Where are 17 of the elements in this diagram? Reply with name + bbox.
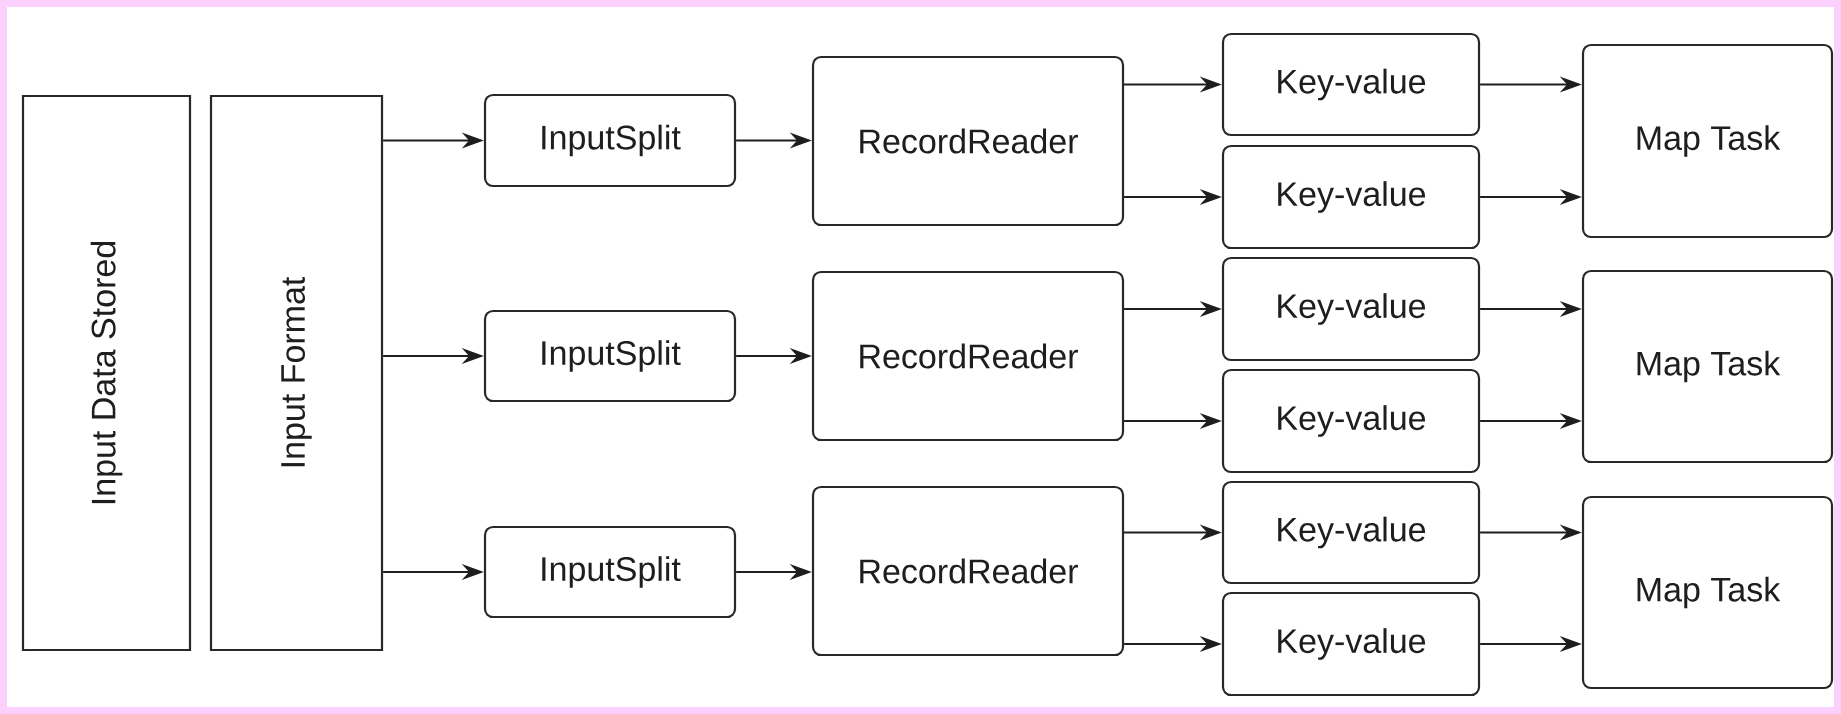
process-box: RecordReader [811,270,1125,442]
process-box: Key-value [1221,480,1481,585]
process-box: RecordReader [811,55,1125,227]
process-box: Key-value [1221,256,1481,362]
process-box: InputSplit [483,93,737,188]
process-box: Map Task [1581,43,1834,239]
process-box: Map Task [1581,269,1834,464]
process-box: InputSplit [483,309,737,403]
process-box: Map Task [1581,495,1834,690]
process-box: InputSplit [483,525,737,619]
process-box: Key-value [1221,32,1481,137]
process-box: RecordReader [811,485,1125,657]
process-box: Key-value [1221,368,1481,474]
storage-box: Input Data Stored [21,94,192,652]
process-box: Key-value [1221,144,1481,250]
process-box: Key-value [1221,591,1481,697]
storage-box: Input Format [209,94,384,652]
